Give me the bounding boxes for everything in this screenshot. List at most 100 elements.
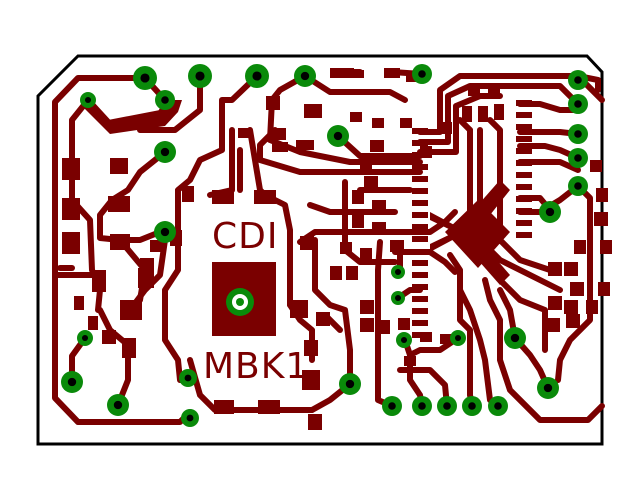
smd-pad bbox=[340, 242, 352, 254]
smd-pad bbox=[564, 300, 578, 314]
pad-hole bbox=[494, 402, 502, 410]
smd-pad bbox=[360, 248, 372, 262]
smd-pad bbox=[412, 128, 428, 134]
smd-pad bbox=[390, 240, 404, 252]
smd-pad bbox=[62, 198, 80, 220]
smd-pad bbox=[598, 282, 610, 296]
smd-pad bbox=[440, 122, 452, 134]
smd-pad bbox=[372, 222, 386, 234]
smd-pad bbox=[74, 296, 84, 310]
smd-pad bbox=[62, 232, 80, 254]
smd-pad bbox=[516, 184, 532, 190]
pad-hole bbox=[333, 131, 343, 141]
pad-hole bbox=[510, 333, 520, 343]
smd-pad bbox=[342, 70, 364, 78]
smd-pad bbox=[548, 262, 562, 276]
smd-pad bbox=[88, 316, 98, 330]
pad-hole bbox=[195, 71, 205, 81]
pad-hole bbox=[388, 402, 396, 410]
smd-pad bbox=[412, 284, 428, 290]
smd-pad bbox=[516, 196, 532, 202]
smd-pad bbox=[120, 300, 142, 320]
pad-hole bbox=[443, 402, 451, 410]
pad-hole bbox=[345, 379, 355, 389]
smd-pad bbox=[316, 312, 330, 326]
pad-hole bbox=[468, 402, 476, 410]
smd-pad bbox=[412, 296, 428, 302]
smd-pad bbox=[372, 200, 386, 212]
smd-pad bbox=[478, 106, 488, 122]
smd-pad bbox=[412, 308, 428, 314]
smd-pad bbox=[384, 68, 400, 78]
smd-pad bbox=[468, 86, 480, 96]
smd-pad bbox=[574, 240, 586, 254]
smd-pad bbox=[110, 158, 128, 174]
pad-hole bbox=[252, 71, 262, 81]
pad-hole bbox=[574, 76, 582, 84]
smd-pad bbox=[182, 186, 194, 202]
pad-hole bbox=[84, 96, 92, 104]
smd-pad bbox=[516, 220, 532, 226]
smd-pad bbox=[254, 190, 276, 204]
smd-pad bbox=[212, 190, 234, 204]
smd-pad bbox=[398, 318, 410, 330]
pad-hole bbox=[574, 182, 582, 190]
smd-pad bbox=[140, 258, 154, 272]
smd-pad bbox=[352, 190, 364, 204]
smd-pad bbox=[296, 140, 314, 150]
smd-pad bbox=[488, 86, 500, 96]
smd-pad bbox=[404, 356, 416, 366]
smd-pad bbox=[360, 160, 372, 170]
smd-pad bbox=[494, 104, 504, 120]
pad-hole bbox=[418, 70, 426, 78]
smd-pad bbox=[214, 400, 234, 414]
smd-pad bbox=[102, 330, 116, 344]
pad-hole bbox=[300, 71, 310, 81]
smd-pad bbox=[412, 200, 428, 206]
smd-pad bbox=[516, 208, 532, 214]
smd-pad bbox=[308, 414, 322, 430]
smd-pad bbox=[376, 320, 390, 334]
smd-pad bbox=[360, 300, 374, 314]
smd-pad bbox=[420, 146, 432, 158]
pad-hole bbox=[140, 73, 150, 83]
pad-hole bbox=[186, 414, 194, 422]
pad-hole bbox=[574, 154, 582, 162]
smd-pad bbox=[412, 188, 428, 194]
smd-pad bbox=[548, 296, 562, 310]
copper-fills bbox=[58, 96, 510, 285]
smd-pad bbox=[412, 224, 428, 230]
smd-pad bbox=[412, 272, 428, 278]
label-mbk1: MBK1 bbox=[203, 346, 309, 387]
smd-pad bbox=[346, 266, 358, 280]
pad-hole bbox=[574, 100, 582, 108]
smd-pad bbox=[564, 262, 578, 276]
through-hole-pads bbox=[61, 64, 588, 427]
smd-pad bbox=[516, 148, 532, 154]
smd-pad bbox=[270, 128, 286, 140]
smd-pad bbox=[516, 112, 532, 118]
pad-hole bbox=[67, 377, 77, 387]
smd-pad bbox=[516, 136, 532, 142]
smd-pad bbox=[92, 270, 106, 292]
smd-pad bbox=[516, 172, 532, 178]
smd-pad bbox=[412, 176, 428, 182]
smd-pad bbox=[110, 234, 130, 250]
smd-pad bbox=[412, 212, 428, 218]
smd-pad bbox=[330, 266, 342, 280]
smd-pad bbox=[412, 236, 428, 242]
pad-hole bbox=[545, 207, 555, 217]
smd-pad bbox=[440, 334, 452, 344]
smd-pad bbox=[372, 118, 384, 128]
pad-hole bbox=[81, 334, 89, 342]
smd-pad bbox=[138, 268, 154, 288]
smd-pad bbox=[546, 318, 560, 332]
smd-pad bbox=[596, 188, 608, 202]
smd-pad bbox=[352, 214, 364, 228]
smd-pad bbox=[272, 142, 288, 152]
smd-pad bbox=[594, 212, 608, 226]
smd-pad bbox=[412, 260, 428, 266]
center-pad-core bbox=[236, 298, 244, 306]
